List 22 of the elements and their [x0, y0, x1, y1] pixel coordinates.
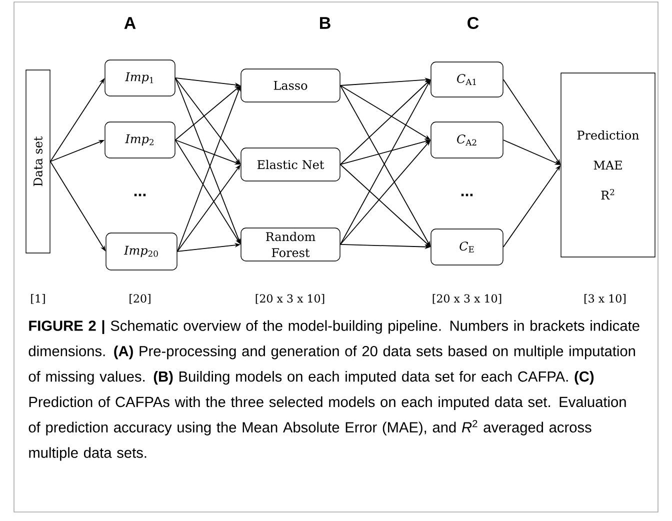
process-box: Imp$_{1}$ [104, 60, 176, 96]
panel-letter: B [320, 17, 330, 29]
panel-letter: C [468, 16, 479, 30]
process-box: Elastic Net [240, 148, 340, 182]
dimension-label: [1] [31, 294, 45, 304]
process-box: Imp$_{2}$ [104, 122, 176, 158]
dimension-label: [3 x 10] [584, 294, 626, 304]
ellipsis: ... [461, 194, 473, 196]
panel-letter: A [124, 17, 136, 29]
ellipsis: ... [134, 194, 146, 196]
data-set-box: Data set [26, 70, 50, 254]
dimension-label: [20 x 3 x 10] [432, 294, 502, 304]
result-box: Prediction MAE R$^{2}$ [560, 72, 656, 258]
process-box: Random Forest [240, 228, 340, 262]
dimension-label: [20] [130, 294, 150, 304]
process-box: Lasso [240, 68, 340, 102]
dimension-label: [20 x 3 x 10] [256, 294, 324, 304]
process-box: C$_{E}$ [430, 228, 504, 266]
process-box: C$_{A2}$ [430, 122, 504, 158]
process-box: C$_{A1}$ [430, 62, 504, 98]
figure-caption: FIGURE 2 | Schematic overview of the model-building pipeline. Numbers in brackets indicate dimensions. (A) Pre-processing and generation of 20 data sets based on multiple imputation of missing values. (B) Building models on each imputed data set for each CAFPA. (C) Prediction of CAFPAs with the three selected models on each imputed data set. Evaluation of prediction accuracy using the Mean Absolute Error (MAE), and R$^{2}$ averaged across multiple data sets. [28, 320, 640, 461]
process-box: Imp$_{20}$ [106, 232, 178, 270]
